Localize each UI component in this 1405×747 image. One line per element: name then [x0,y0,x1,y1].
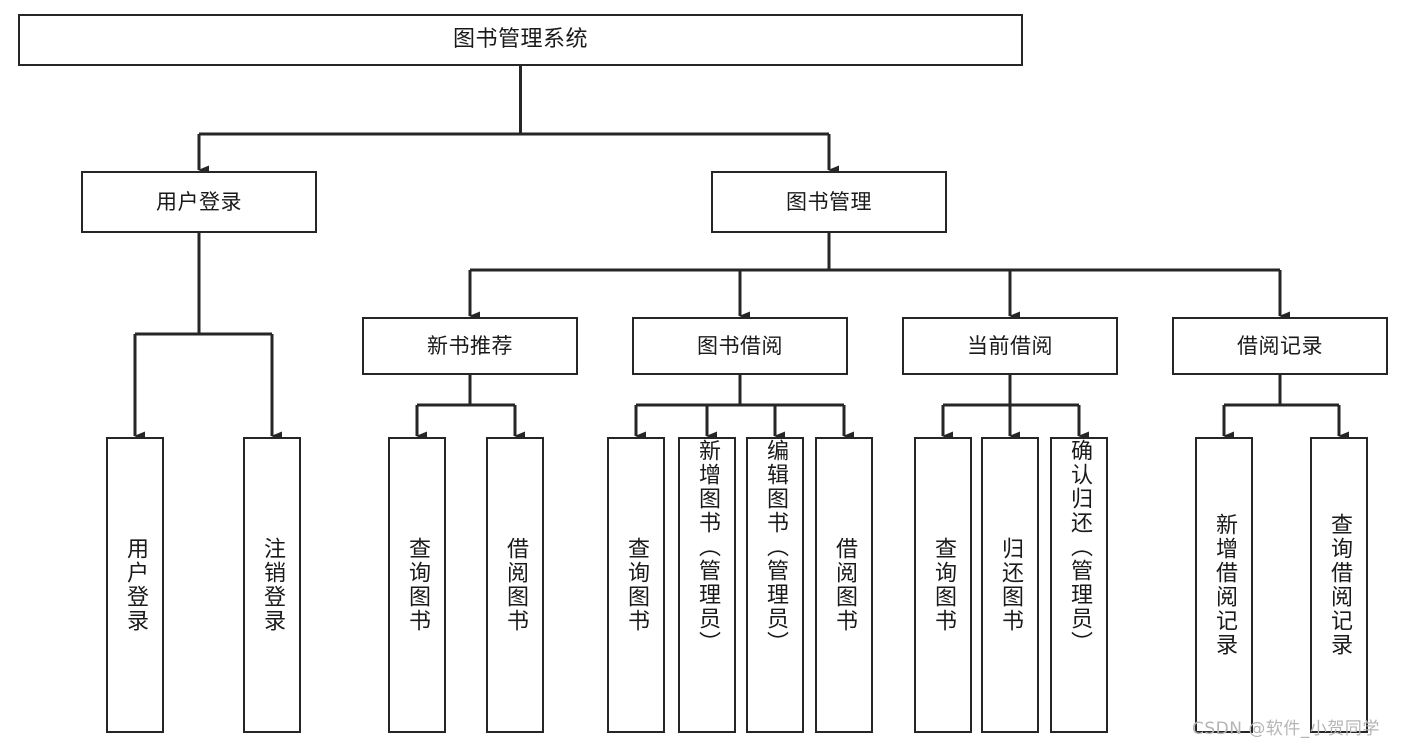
node-label: 新增图书（管理员） [695,439,720,655]
node-leaf-confirm-return-admin[interactable]: 确认归还（管理员） [1050,437,1108,733]
connector-group [133,66,1349,441]
node-label: 编辑图书（管理员） [763,439,788,655]
node-label: 确认归还（管理员） [1067,439,1092,655]
node-leaf-add-borrow-record[interactable]: 新增借阅记录 [1195,437,1253,733]
node-label: 查询图书 [931,537,956,633]
node-label: 查询图书 [624,537,649,633]
node-label: 借阅记录 [1237,333,1323,358]
node-current-borrow[interactable]: 当前借阅 [902,317,1118,375]
node-borrow-record[interactable]: 借阅记录 [1172,317,1388,375]
node-label: 查询借阅记录 [1327,513,1352,657]
node-label: 查询图书 [405,537,430,633]
node-label: 借阅图书 [503,537,528,633]
node-leaf-user-login[interactable]: 用户登录 [106,437,164,733]
node-leaf-edit-book-admin[interactable]: 编辑图书（管理员） [746,437,804,733]
node-new-book-recommend[interactable]: 新书推荐 [362,317,578,375]
node-label: 注销登录 [260,537,285,633]
node-leaf-return-book[interactable]: 归还图书 [981,437,1039,733]
node-leaf-user-logout[interactable]: 注销登录 [243,437,301,733]
node-user-login[interactable]: 用户登录 [81,171,317,233]
node-leaf-query-book-rec[interactable]: 查询图书 [388,437,446,733]
node-label: 新书推荐 [427,333,513,358]
node-label: 新增借阅记录 [1212,513,1237,657]
node-book-manage[interactable]: 图书管理 [711,171,947,233]
node-label: 归还图书 [998,537,1023,633]
node-label: 用户登录 [156,189,242,214]
node-book-borrow[interactable]: 图书借阅 [632,317,848,375]
node-label: 图书管理 [786,189,872,214]
node-leaf-query-book-borrow[interactable]: 查询图书 [607,437,665,733]
node-label: 图书借阅 [697,333,783,358]
node-leaf-borrow-book[interactable]: 借阅图书 [815,437,873,733]
node-leaf-query-book-current[interactable]: 查询图书 [914,437,972,733]
node-leaf-query-borrow-record[interactable]: 查询借阅记录 [1310,437,1368,733]
node-label: 借阅图书 [832,537,857,633]
node-root[interactable]: 图书管理系统 [18,14,1023,66]
node-leaf-borrow-book-rec[interactable]: 借阅图书 [486,437,544,733]
node-label: 用户登录 [123,537,148,633]
node-label: 当前借阅 [967,333,1053,358]
node-leaf-add-book-admin[interactable]: 新增图书（管理员） [678,437,736,733]
watermark-credit: CSDN @软件_小贺同学 [1192,719,1380,739]
node-label: 图书管理系统 [452,27,588,53]
